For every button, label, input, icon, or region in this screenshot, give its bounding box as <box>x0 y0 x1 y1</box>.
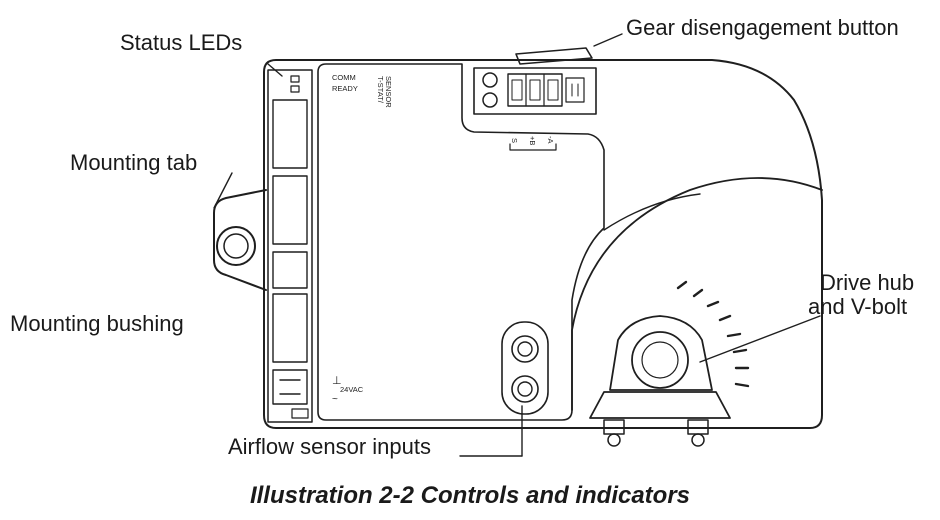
dip-switch <box>565 77 585 103</box>
callout-v-bolt: and V-bolt <box>808 294 908 319</box>
status-led-ready <box>290 85 300 93</box>
housing-outline <box>263 59 823 429</box>
ground-symbol: ⊥ <box>332 375 342 387</box>
tstat-label: T-STAT/ <box>376 76 385 104</box>
ready-label: READY <box>332 84 358 93</box>
voltage-label: 24VAC <box>340 385 364 394</box>
terminal-block <box>473 67 597 115</box>
airflow-port-high <box>511 335 539 363</box>
mounting-bushing <box>216 226 256 266</box>
drive-hub <box>589 315 731 447</box>
airflow-port-housing <box>501 321 549 415</box>
figure-caption: Illustration 2-2 Controls and indicators <box>249 482 691 509</box>
callout-airflow-inputs: Airflow sensor inputs <box>228 434 431 459</box>
terminal-s-label: S <box>510 138 519 143</box>
comm-label: COMM <box>332 73 356 82</box>
position-scale <box>676 280 750 388</box>
power-terminal <box>272 369 308 405</box>
callout-mounting-tab: Mounting tab <box>70 150 198 175</box>
airflow-port-low <box>511 375 539 403</box>
terminal-b-label: +B <box>528 136 537 145</box>
callout-drive-hub: Drive hub <box>820 270 915 295</box>
drive-sector <box>571 177 823 411</box>
status-led-comm <box>290 75 300 83</box>
face-panel <box>317 63 605 421</box>
callout-mounting-bushing: Mounting bushing <box>10 311 184 336</box>
mounting-tab <box>213 189 267 291</box>
left-panel-strip <box>267 69 313 423</box>
terminal-a-label: -A <box>546 136 555 144</box>
callout-gear-button: Gear disengagement button <box>626 15 899 40</box>
gear-disengagement-button <box>515 47 593 65</box>
callout-status-leds: Status LEDs <box>120 30 243 55</box>
ac-symbol: ~ <box>332 394 338 405</box>
sensor-label: SENSOR <box>384 76 393 108</box>
